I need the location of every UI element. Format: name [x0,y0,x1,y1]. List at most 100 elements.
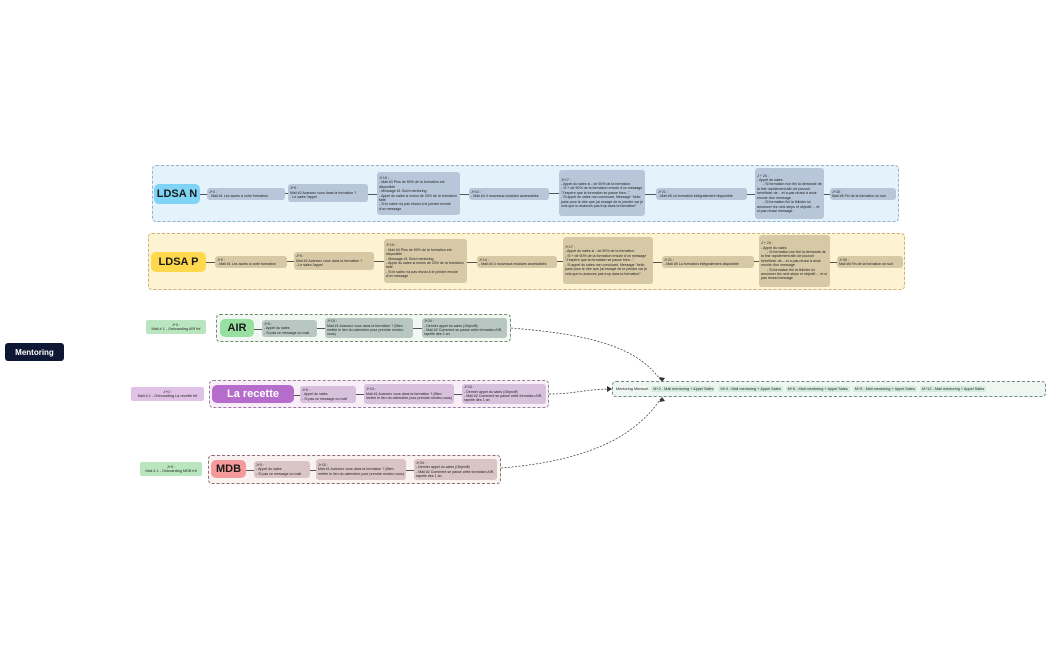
card-line: Mail #6 Fin de la formation ce soir [832,194,886,198]
timeline-card[interactable]: J+14 :- Mail #4 4 nouveaux modules acces… [477,256,557,268]
card-line: Mail #6 Fin de la formation ce soir [839,262,893,266]
card-line: - Si pas ce message ou mail [256,471,302,476]
card-line: - Si le sales n'a pas réussi à le joindr… [386,269,459,279]
card-connector [830,262,837,263]
card-day-label: J+5 : [264,321,272,326]
timeline-card[interactable]: J+5 :Mail #2 Avancez vous dans la format… [294,252,374,270]
timeline-card[interactable]: J+24 :- Dernier appel du sales (Objectif… [414,459,497,480]
card-line: - Appel du sales [302,392,328,397]
card-connector [754,261,759,262]
card-connector [356,394,364,395]
mentoring-step[interactable]: M+2 - Mail mentoring + Appel Sales [651,386,716,392]
onboarding-air-label: Mail # 1 - Onboarding AIR fnf [151,327,201,331]
card-line: Mail #1 Avancez vous dans la formation ?… [318,467,404,476]
card-line: - Appel du sales [761,245,787,250]
card-day-label: J+5 : [256,462,264,467]
card-line: Mail #1 Avancez vous dans la formation ?… [366,391,452,401]
card-line: - Le sales l'appel [290,195,317,200]
timeline-card[interactable]: J+10 :- Mail #3 Plus de 50% de la format… [384,239,467,283]
timeline-card[interactable]: J+15 :Mail #1 Avancez vous dans la forma… [364,384,454,404]
card-day-label: J + 24 : [757,173,769,178]
card-connector [294,394,300,396]
timeline-card[interactable]: J+5 :- Appel du sales- Si pas ce message… [300,386,356,403]
card-line: Mail #2 Avancez vous dans la formation ? [296,258,363,263]
card-line: - Mail #3 Plus de 50% de la formation es… [379,180,446,189]
lane-air-title[interactable]: AIR [220,319,254,337]
onboarding-mdb[interactable]: J+0 : Mail # 1 - Onboarding MDB fnf [140,462,202,476]
card-day-label: J+0 : [217,257,225,262]
timeline-card[interactable]: J+21 :- Mail #5 La formation intégraleme… [662,256,754,268]
timeline-card[interactable]: J + 24 :- Appel du sales - Si formation … [759,235,830,287]
onboarding-recette[interactable]: J+0 : Mail # 1 - Onboarding La recette f… [131,387,204,401]
card-line: - Appel du sales si moins de 20% de la f… [379,193,458,202]
card-connector [246,469,254,471]
card-line: - Si formation non fini la demande de la… [757,182,823,200]
timeline-card[interactable]: J + 24 :- Appel du sales - Si formation … [755,168,824,219]
timeline-card[interactable]: J+10 :- Mail #3 Plus de 50% de la format… [377,172,460,215]
card-day-label: J+5 : [296,254,304,259]
timeline-card[interactable]: J+17 :- Appel du sales si - de 50% de la… [563,237,653,284]
card-day-label: J+24 : [424,319,434,324]
card-connector [310,469,316,471]
timeline-card[interactable]: J+24 :- Dernier appel du sales (Objectif… [462,384,546,404]
timeline-card[interactable]: J+14 :- Mail #4 4 nouveaux modules acces… [469,188,549,200]
card-connector [285,193,288,194]
card-line: - Si formation fini la féliciter lui ann… [757,200,821,213]
card-connector [557,260,563,262]
onboarding-air[interactable]: J+0 : Mail # 1 - Onboarding AIR fnf [146,320,206,334]
card-day-label: J+21 : [658,189,668,194]
lane-ldsa-p-title[interactable]: LDSA P [151,252,206,272]
card-line: - Mail #3 Plus de 50% de la formation es… [386,247,453,257]
card-day-label: J+10 : [379,175,389,180]
card-line: - Si + de 50% de la formation envoie d'u… [565,253,648,263]
onboarding-recette-day: J+0 : [163,389,172,394]
card-line: - Mail #5 La formation intégralement dis… [658,194,733,198]
card-line: - Si formation non fini la demande de la… [761,249,827,268]
timeline-card[interactable]: J+15 :Mail #1 Avancez vous dans la forma… [325,318,413,338]
card-line: - Appel du sales [757,178,783,183]
lane-recette-title[interactable]: La recette [212,385,294,403]
mentoring-step[interactable]: M+6 - Mail mentoring + Appel Sales [785,386,850,392]
card-day-label: J+17 : [561,177,571,182]
card-line: - Si pas ce message ou mail [264,330,310,335]
mentoring-step[interactable]: M+9 - Mail mentoring + Appel Sales [852,386,917,392]
timeline-card[interactable]: J+30 :Mail #6 Fin de la formation ce soi… [837,256,903,268]
card-day-label: J+15 : [366,387,376,392]
lane-ldsa-n-title[interactable]: LDSA N [154,184,200,204]
card-connector [317,328,325,329]
onboarding-air-day: J+0 : [171,322,181,327]
mentoring-root-node[interactable]: Mentoring [5,343,64,361]
timeline-card[interactable]: J+0 :- Mail #1 Les accès à votre formati… [207,188,285,200]
card-line: - Si formation fini la féliciter lui ann… [761,267,828,281]
timeline-card[interactable]: J+21 :- Mail #5 La formation intégraleme… [656,188,747,200]
card-line: - Mail #1 Les accès à votre formation [217,262,276,266]
card-day-label: J+30 : [839,257,849,262]
timeline-card[interactable]: J+5 :Mail #2 Avancez vous dans la format… [288,184,368,202]
card-day-label: J+5 : [302,387,310,392]
card-connector [254,328,262,330]
timeline-card[interactable]: J+5 :- Appel du sales- Si pas ce message… [254,461,310,478]
card-connector [287,261,294,262]
timeline-card[interactable]: J+15 :Mail #1 Avancez vous dans la forma… [316,459,406,480]
lane-mdb-title[interactable]: MDB [211,460,246,478]
card-day-label: J+14 : [471,189,481,194]
card-day-label: J+17 : [565,245,575,250]
timeline-card[interactable]: J+17 :- Appel du sales si - de 50% de la… [559,170,645,216]
card-connector [549,193,559,194]
timeline-card[interactable]: J+30 :Mail #6 Fin de la formation ce soi… [830,188,896,200]
card-line: - Mail #4 4 nouveaux modules accessibles [479,262,547,266]
timeline-card[interactable]: J+24 :- Dernier appel du sales (Objectif… [422,318,507,338]
card-line: - Appel du sales si - de 50% de la forma… [561,181,631,186]
card-line: Mail #1 Avancez vous dans la formation ?… [327,323,405,337]
card-line: - Mail #1 Les accès à votre formation [209,194,268,198]
card-line: - Si appel du sales non concluant, Messa… [561,195,644,209]
mentoring-step[interactable]: M+4 - Mail mentoring + Appel Sales [718,386,783,392]
mentoring-mensuel-label[interactable]: Mentoring Mensuel [616,387,649,391]
mentoring-step[interactable]: M+12 - Mail mentoring + Appel Sales [919,386,987,392]
card-day-label: J+15 : [327,319,337,324]
timeline-card[interactable]: J+0 :- Mail #1 Les accès à votre formati… [215,256,287,268]
card-connector [413,328,422,329]
timeline-card[interactable]: J+5 :- Appel du sales- Si pas ce message… [262,320,317,337]
card-line: - Mail #2 Comment se passe cette formati… [424,328,504,337]
